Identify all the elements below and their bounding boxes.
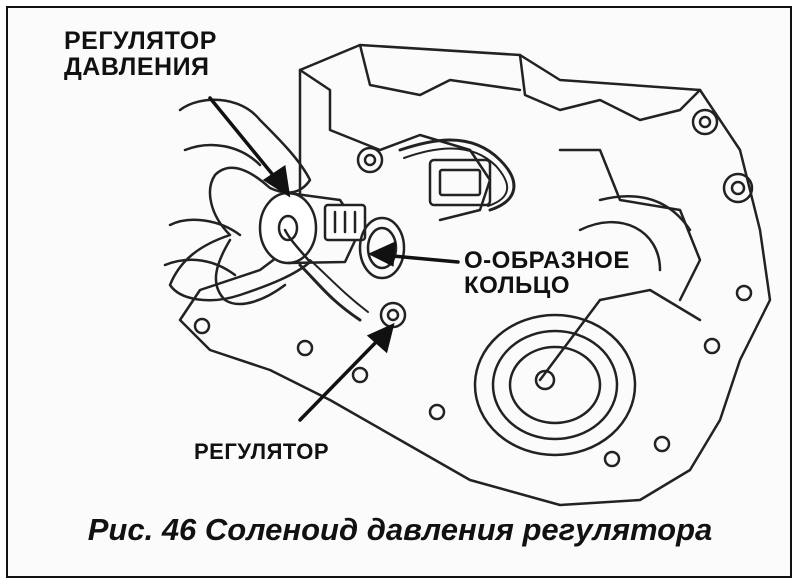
arrow-regulator <box>298 332 386 422</box>
o-ring <box>358 216 406 280</box>
upper-bracket <box>298 68 492 222</box>
bolt <box>356 146 384 174</box>
arrow-pressure-regulator <box>208 96 284 188</box>
bolt <box>379 301 407 329</box>
label-o-ring: О-ОБРАЗНОЕ КОЛЬЦО <box>464 247 630 300</box>
bolt <box>722 172 754 204</box>
label-regulator: РЕГУЛЯТОР <box>194 439 330 464</box>
figure-caption: Рис. 46 Соленоид давления регулятора <box>87 512 713 547</box>
valve-body <box>178 43 772 507</box>
solenoid <box>258 191 318 265</box>
wire-harness <box>398 138 516 212</box>
figure-frame <box>6 6 792 578</box>
hand <box>168 98 312 302</box>
arrow-o-ring <box>380 253 460 264</box>
label-pressure-regulator: РЕГУЛЯТОР ДАВЛЕНИЯ <box>64 27 217 82</box>
accumulator <box>473 313 637 457</box>
bolt <box>691 108 719 136</box>
connector-block <box>428 158 492 207</box>
